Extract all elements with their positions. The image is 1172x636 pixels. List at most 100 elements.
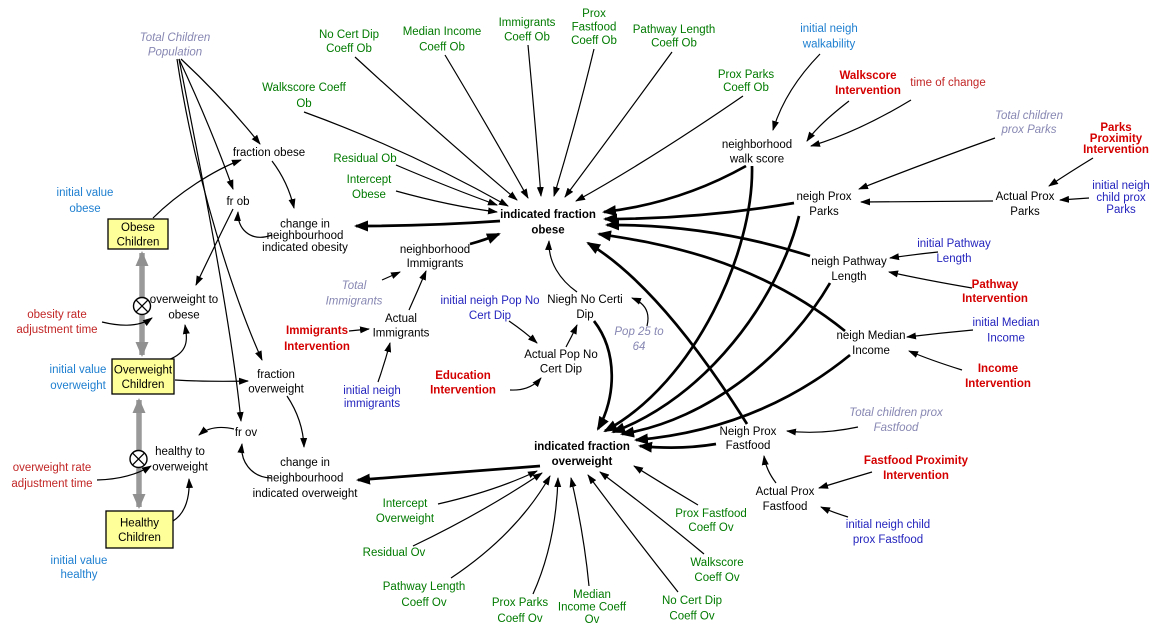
svg-text:Intervention: Intervention [965,378,1031,390]
svg-text:Coeff Ov: Coeff Ov [669,611,714,623]
svg-text:Ov: Ov [585,614,600,626]
svg-text:Intervention: Intervention [1083,144,1149,156]
svg-text:Pathway: Pathway [972,279,1019,291]
svg-text:fraction obese: fraction obese [233,147,305,159]
svg-text:adjustment time: adjustment time [16,324,97,336]
svg-text:initial neigh: initial neigh [800,23,858,35]
svg-text:fr ob: fr ob [226,196,249,208]
svg-text:Healthy: Healthy [120,517,159,529]
svg-text:Cert Dip: Cert Dip [540,364,582,376]
svg-text:neighbourhood: neighbourhood [267,473,344,485]
svg-text:64: 64 [633,341,646,353]
svg-text:initial value: initial value [50,364,107,376]
svg-text:Coeff Ov: Coeff Ov [497,613,542,625]
svg-text:immigrants: immigrants [344,398,400,410]
svg-text:Residual Ob: Residual Ob [333,153,396,165]
svg-text:Total: Total [342,280,367,292]
svg-text:Actual: Actual [385,313,417,325]
svg-text:Coeff Ob: Coeff Ob [571,35,617,47]
svg-text:obese: obese [69,203,100,215]
svg-text:Walkscore: Walkscore [839,70,896,82]
svg-text:initial Pathway: initial Pathway [917,238,991,250]
svg-text:adjustment time: adjustment time [11,478,92,490]
svg-text:Coeff Ov: Coeff Ov [694,572,739,584]
svg-text:Coeff Ob: Coeff Ob [723,82,769,94]
svg-text:obese: obese [531,225,564,237]
svg-text:Prox Fastfood: Prox Fastfood [675,508,747,520]
svg-text:Total children prox: Total children prox [849,407,944,419]
svg-text:initial value: initial value [51,555,108,567]
svg-text:Obese: Obese [352,189,386,201]
svg-text:initial Median: initial Median [972,317,1039,329]
svg-text:Proximity: Proximity [1090,133,1143,145]
svg-text:Cert Dip: Cert Dip [469,310,511,322]
svg-text:initial value: initial value [57,187,114,199]
svg-text:Overweight: Overweight [114,364,173,376]
svg-text:Immigrants: Immigrants [286,325,348,337]
svg-text:No Cert Dip: No Cert Dip [319,29,379,41]
svg-text:Intervention: Intervention [430,385,496,397]
svg-text:Overweight: Overweight [376,513,435,525]
svg-text:overweight: overweight [248,384,304,396]
svg-text:Prox: Prox [582,8,606,20]
svg-text:indicated obesity: indicated obesity [262,242,348,254]
svg-text:Parks: Parks [1010,206,1040,218]
svg-text:indicated fraction: indicated fraction [534,441,630,453]
svg-text:prox Fastfood: prox Fastfood [853,534,923,546]
svg-text:Immigrants: Immigrants [373,328,430,340]
svg-text:initial neigh: initial neigh [343,385,401,397]
svg-text:Parks: Parks [1106,204,1136,216]
svg-text:Income: Income [978,363,1018,375]
svg-text:Obese: Obese [121,222,155,234]
svg-text:indicated fraction: indicated fraction [500,209,596,221]
svg-text:Residual Ov: Residual Ov [363,547,426,559]
svg-text:Length: Length [936,253,971,265]
svg-text:Population: Population [148,47,202,59]
svg-text:Median: Median [573,589,611,601]
svg-text:initial neigh: initial neigh [1092,180,1150,192]
svg-text:Walkscore: Walkscore [690,557,743,569]
svg-text:Coeff Ob: Coeff Ob [651,38,697,50]
svg-text:Pop 25 to: Pop 25 to [614,326,664,338]
svg-text:initial neigh child: initial neigh child [846,519,930,531]
svg-text:fr ov: fr ov [235,427,258,439]
svg-text:Actual Prox: Actual Prox [996,191,1055,203]
svg-text:prox Parks: prox Parks [1001,124,1057,136]
svg-text:neigh Prox: neigh Prox [797,191,852,203]
svg-text:Fastfood: Fastfood [572,22,617,34]
svg-text:Children: Children [122,379,165,391]
svg-text:walk score: walk score [729,154,784,166]
svg-text:Fastfood Proximity: Fastfood Proximity [864,455,969,467]
svg-text:obese: obese [168,310,199,322]
svg-text:Actual Prox: Actual Prox [756,486,815,498]
svg-text:Ob: Ob [296,98,311,110]
svg-text:overweight to: overweight to [150,294,218,306]
svg-text:Total Children: Total Children [140,32,211,44]
svg-text:Median Income: Median Income [403,26,482,38]
svg-text:Immigrants: Immigrants [326,296,383,308]
svg-text:Length: Length [831,271,866,283]
svg-text:healthy: healthy [60,569,97,581]
svg-text:Parks: Parks [809,206,839,218]
svg-text:Immigrants: Immigrants [499,17,556,29]
svg-text:Coeff Ov: Coeff Ov [688,522,733,534]
svg-text:obesity rate: obesity rate [27,309,86,321]
svg-text:walkability: walkability [802,39,856,51]
svg-text:Pathway Length: Pathway Length [633,24,715,36]
svg-text:Immigrants: Immigrants [407,258,464,270]
svg-text:Children: Children [118,532,161,544]
svg-text:Coeff Ob: Coeff Ob [326,43,372,55]
svg-text:Walkscore Coeff: Walkscore Coeff [262,82,347,94]
svg-text:Actual Pop No: Actual Pop No [524,349,598,361]
svg-text:time of change: time of change [910,77,985,89]
svg-text:Neigh Prox: Neigh Prox [720,426,777,438]
svg-text:neighbourhood: neighbourhood [267,230,344,242]
svg-text:overweight rate: overweight rate [13,462,92,474]
svg-text:overweight: overweight [50,380,106,392]
svg-text:Niegh No Certi: Niegh No Certi [547,294,622,306]
svg-text:Intervention: Intervention [962,293,1028,305]
svg-text:initial neigh Pop No: initial neigh Pop No [440,295,539,307]
svg-text:Fastfood: Fastfood [763,501,808,513]
svg-text:child prox: child prox [1096,192,1145,204]
svg-text:Intervention: Intervention [284,341,350,353]
